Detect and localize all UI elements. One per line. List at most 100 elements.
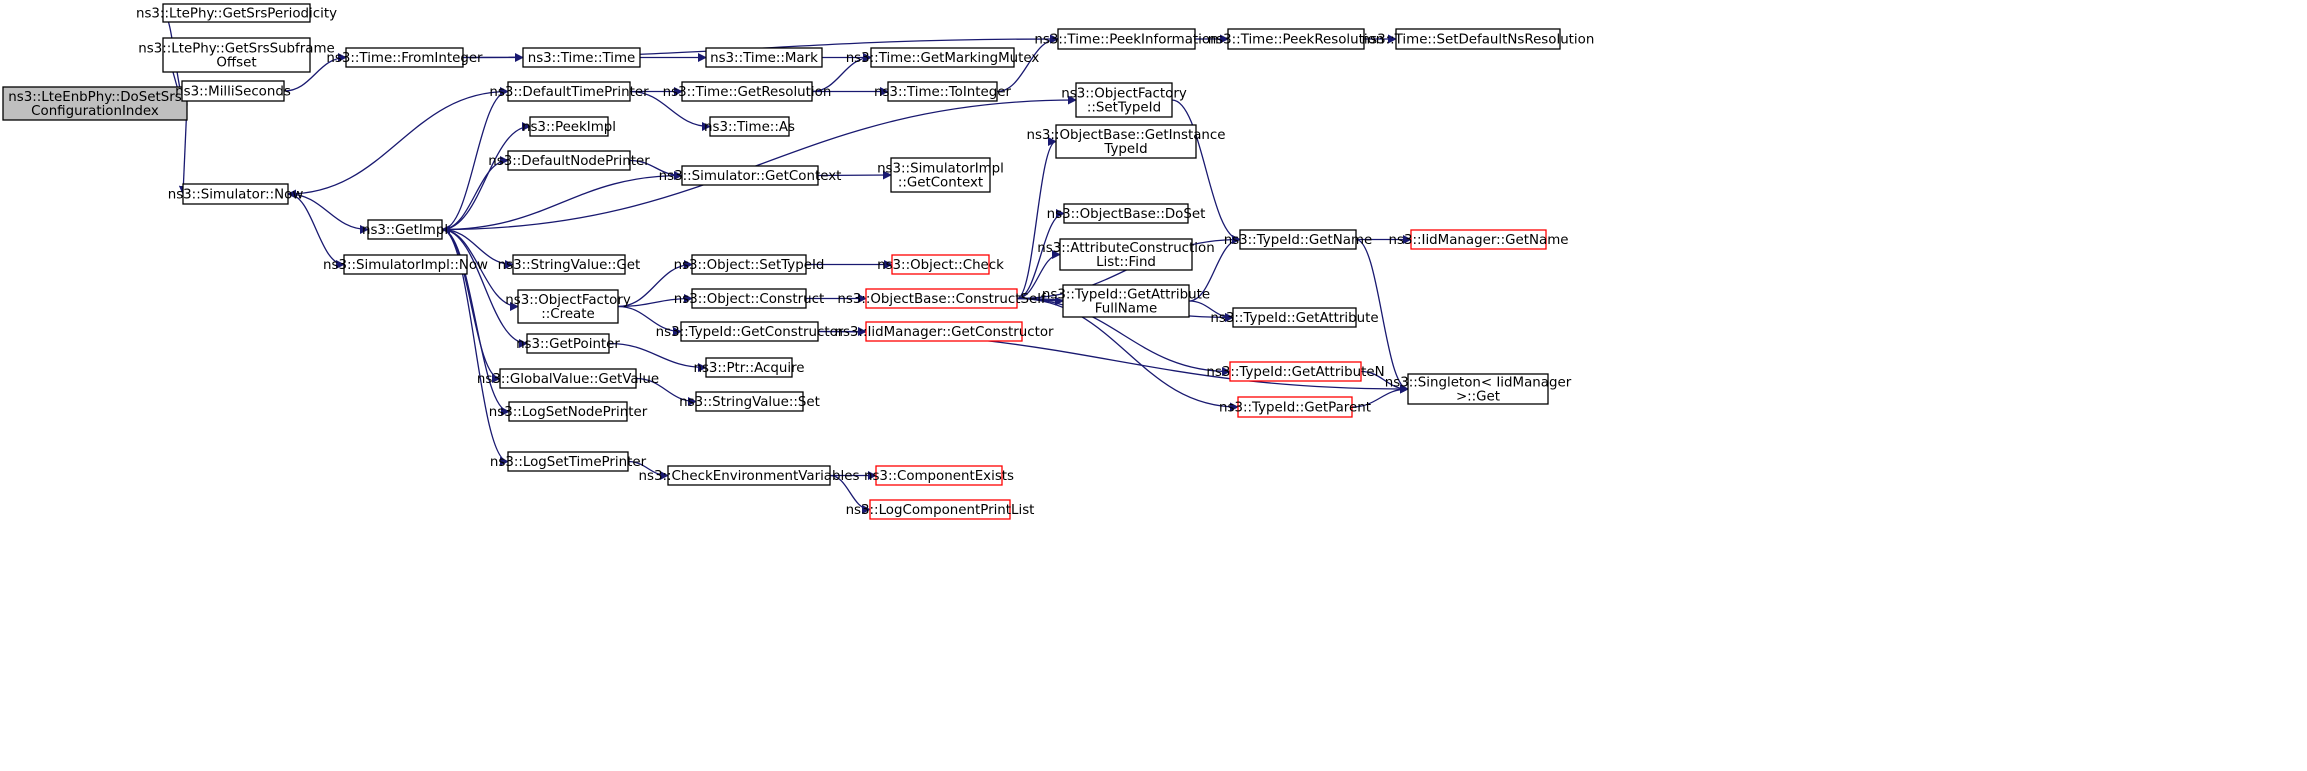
edge-ofsettid-to-tidgetname xyxy=(1171,99,1241,244)
node-defnp[interactable]: ns3::DefaultNodePrinter xyxy=(488,150,650,171)
node-box xyxy=(681,81,813,102)
node-box xyxy=(345,47,464,68)
edge-constructself-to-obgetinst xyxy=(1016,137,1057,300)
edge-ofcreate-to-tidgetctor xyxy=(617,305,682,336)
node-label: ns3::PeekImpl xyxy=(522,120,616,135)
node-mutex[interactable]: ns3::Time::GetMarkingMutex xyxy=(846,47,1040,68)
node-label: List::Find xyxy=(1096,255,1156,270)
node-label: >::Get xyxy=(1456,390,1500,405)
node-tidattrn[interactable]: ns3::TypeId::GetAttributeN xyxy=(1206,361,1385,382)
node-label: TypeId xyxy=(1103,142,1147,157)
edge-deftp-to-as xyxy=(629,90,711,131)
node-box xyxy=(865,321,1023,342)
node-label: ns3::Object::SetTypeId xyxy=(674,258,825,273)
node-label: ::Create xyxy=(541,307,595,322)
node-label: ns3::CheckEnvironmentVariables xyxy=(639,469,860,484)
node-tidparent[interactable]: ns3::TypeId::GetParent xyxy=(1219,396,1371,418)
node-strget[interactable]: ns3::StringValue::Get xyxy=(498,254,641,275)
node-peekinfo[interactable]: ns3::Time::PeekInformation xyxy=(1034,28,1219,50)
node-srsperiod[interactable]: ns3::LtePhy::GetSrsPeriodicity xyxy=(136,3,337,23)
node-label: ns3::LogSetTimePrinter xyxy=(490,455,647,470)
node-ofcreate[interactable]: ns3::ObjectFactory::Create xyxy=(505,289,631,324)
node-label: ns3::Time::GetResolution xyxy=(663,85,832,100)
node-mark[interactable]: ns3::Time::Mark xyxy=(705,47,823,68)
node-ptracq[interactable]: ns3::Ptr::Acquire xyxy=(693,357,805,378)
node-singleton[interactable]: ns3::Singleton< IidManager >::Get xyxy=(1385,373,1572,405)
node-label: ns3::GlobalValue::GetValue xyxy=(477,372,659,387)
node-logprint[interactable]: ns3::LogComponentPrintList xyxy=(846,499,1035,520)
node-box xyxy=(162,37,311,73)
node-obdoset[interactable]: ns3::ObjectBase::DoSet xyxy=(1047,203,1206,224)
node-getptr[interactable]: ns3::GetPointer xyxy=(516,333,620,354)
node-gvget[interactable]: ns3::GlobalValue::GetValue xyxy=(477,368,659,389)
node-box xyxy=(1410,229,1547,250)
edge-constructself-to-tidattrn xyxy=(1016,297,1231,376)
node-time[interactable]: ns3::Time::Time xyxy=(522,47,641,68)
node-simctx[interactable]: ns3::Simulator::GetContext xyxy=(659,165,842,186)
edge-constructself-to-obdoset xyxy=(1016,209,1065,300)
node-strset[interactable]: ns3::StringValue::Set xyxy=(679,391,820,412)
node-getimpl[interactable]: ns3::GetImpl xyxy=(362,219,448,240)
node-deftp[interactable]: ns3::DefaultTimePrinter xyxy=(489,81,649,102)
node-label: ns3::DefaultTimePrinter xyxy=(489,85,649,100)
node-box xyxy=(890,157,991,193)
node-box xyxy=(709,116,790,137)
node-simimplnow[interactable]: ns3::SimulatorImpl::Now xyxy=(323,254,488,275)
node-simimplctx[interactable]: ns3::SimulatorImpl::GetContext xyxy=(877,157,1004,193)
node-toint[interactable]: ns3::Time::ToInteger xyxy=(874,81,1012,102)
node-logtp[interactable]: ns3::LogSetTimePrinter xyxy=(490,451,647,472)
edge-constructself-to-tidparent xyxy=(1016,297,1239,412)
node-milli[interactable]: ns3::MilliSeconds xyxy=(175,80,291,102)
node-label: ns3::Simulator::Now xyxy=(168,188,304,203)
node-ofsettid[interactable]: ns3::ObjectFactory::SetTypeId xyxy=(1061,82,1187,118)
node-label: ns3::StringValue::Set xyxy=(679,395,820,410)
node-compexists[interactable]: ns3::ComponentExists xyxy=(864,465,1014,486)
node-iidgetname[interactable]: ns3::IidManager::GetName xyxy=(1388,229,1569,250)
node-label: ns3::TypeId::GetAttribute xyxy=(1210,311,1378,326)
node-checkenv[interactable]: ns3::CheckEnvironmentVariables xyxy=(639,465,860,486)
edge-milli-to-fromint xyxy=(283,53,347,92)
node-label: ns3::ObjectBase::DoSet xyxy=(1047,207,1206,222)
edge-getimpl-to-lognp xyxy=(441,228,510,416)
node-lognp[interactable]: ns3::LogSetNodePrinter xyxy=(489,401,648,422)
edge-ofcreate-to-objsettid xyxy=(617,260,693,308)
node-label: ns3::Time::GetMarkingMutex xyxy=(846,51,1040,66)
node-simnow[interactable]: ns3::Simulator::Now xyxy=(168,183,304,205)
node-box xyxy=(512,254,626,275)
node-label: ns3::LtePhy::GetSrsSubframe xyxy=(138,42,335,57)
node-label: ns3::Object::Check xyxy=(877,258,1004,273)
node-label: ns3::LogComponentPrintList xyxy=(846,503,1035,518)
edge-getimpl-to-strget xyxy=(441,228,514,269)
node-label: ns3::TypeId::GetConstructor xyxy=(656,325,844,340)
edge-logtp-to-checkenv xyxy=(627,460,669,480)
node-getres[interactable]: ns3::Time::GetResolution xyxy=(663,81,832,102)
node-label: ns3::SimulatorImpl xyxy=(877,162,1004,177)
edge-simctx-to-getimpl xyxy=(441,174,683,234)
node-label: ns3::Time::As xyxy=(704,120,795,135)
node-setdef[interactable]: ns3::Time::SetDefaultNsResolution xyxy=(1362,28,1595,50)
node-as[interactable]: ns3::Time::As xyxy=(704,116,795,137)
edge-checkenv-to-logprint xyxy=(829,474,871,514)
node-iidgetctor[interactable]: ns3::IidManager::GetConstructor xyxy=(834,321,1054,342)
node-objsettid[interactable]: ns3::Object::SetTypeId xyxy=(674,254,825,275)
node-label: FullName xyxy=(1095,302,1157,317)
node-fromint[interactable]: ns3::Time::FromInteger xyxy=(326,47,483,68)
node-tidgetctor[interactable]: ns3::TypeId::GetConstructor xyxy=(656,321,844,342)
node-objconstruct[interactable]: ns3::Object::Construct xyxy=(674,288,825,309)
node-constructself[interactable]: ns3::ObjectBase::ConstructSelf xyxy=(837,288,1046,309)
node-peekimpl[interactable]: ns3::PeekImpl xyxy=(522,116,616,137)
edge-constructself-to-acfind xyxy=(1016,250,1061,300)
node-box xyxy=(181,80,285,102)
node-label: ns3::ObjectBase::GetInstance xyxy=(1026,128,1225,143)
node-tidgetname[interactable]: ns3::TypeId::GetName xyxy=(1224,229,1373,250)
node-tidgetattr[interactable]: ns3::TypeId::GetAttribute xyxy=(1210,307,1379,328)
node-objcheck[interactable]: ns3::Object::Check xyxy=(877,254,1004,275)
node-box xyxy=(891,254,990,275)
node-peekres[interactable]: ns3::Time::PeekResolution xyxy=(1208,28,1385,50)
node-root[interactable]: ns3::LteEnbPhy::DoSetSrsConfigurationInd… xyxy=(2,86,188,121)
